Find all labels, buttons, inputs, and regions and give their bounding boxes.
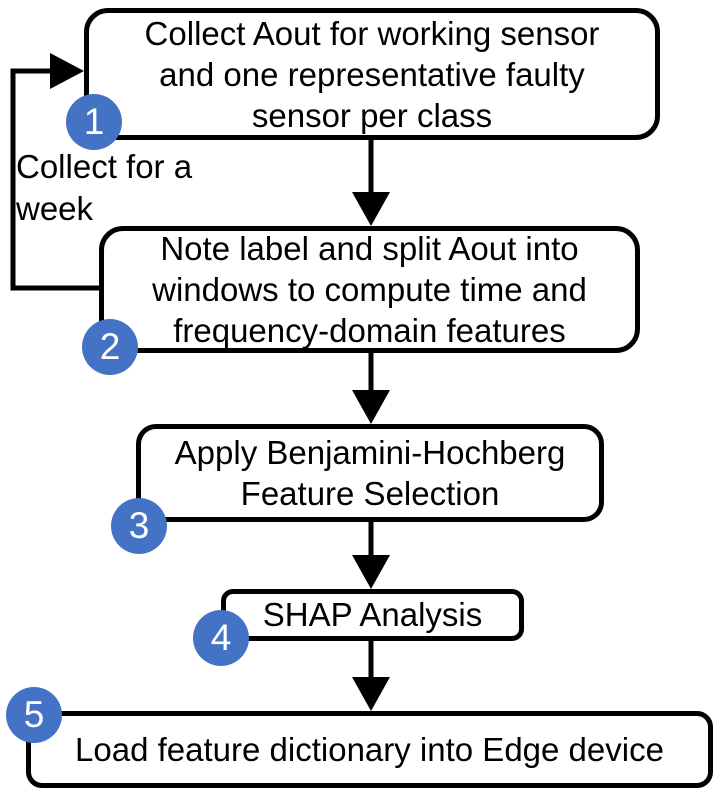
step-3-number-badge: 3 bbox=[111, 498, 167, 554]
edge-2-3-arrowhead-icon bbox=[352, 390, 390, 424]
flow-step-3-box: Apply Benjamini-Hochberg Feature Selecti… bbox=[136, 424, 604, 522]
edge-1-2-arrowhead-icon bbox=[352, 192, 390, 226]
edge-4-5-arrowhead-icon bbox=[352, 677, 390, 711]
loop-edge-arrowhead-icon bbox=[50, 53, 84, 89]
loop-edge-line bbox=[10, 68, 100, 291]
flow-step-4-label: SHAP Analysis bbox=[262, 596, 483, 633]
flow-step-5-box: Load feature dictionary into Edge device bbox=[26, 711, 713, 788]
step-4-number: 4 bbox=[210, 617, 232, 658]
step-5-number-badge: 5 bbox=[6, 687, 62, 743]
flow-step-4-box: SHAP Analysis bbox=[221, 589, 524, 641]
flow-step-3-label: Apply Benjamini-Hochberg Feature Selecti… bbox=[174, 434, 566, 512]
step-3-number: 3 bbox=[128, 505, 150, 546]
edge-3-4-arrowhead-icon bbox=[352, 555, 390, 589]
flow-step-1-box: Collect Aout for working sensor and one … bbox=[84, 8, 660, 140]
flow-step-2-box: Note label and split Aout into windows t… bbox=[99, 226, 640, 353]
step-2-number: 2 bbox=[99, 326, 121, 367]
step-4-number-badge: 4 bbox=[193, 610, 249, 666]
step-1-number: 1 bbox=[83, 101, 105, 142]
flow-step-5-label: Load feature dictionary into Edge device bbox=[75, 730, 664, 768]
step-5-number: 5 bbox=[23, 694, 45, 735]
loop-edge-label: Collect for a week bbox=[16, 148, 193, 227]
flow-step-1-label: Collect Aout for working sensor and one … bbox=[144, 14, 600, 134]
flow-step-2-label: Note label and split Aout into windows t… bbox=[152, 230, 587, 349]
step-1-number-badge: 1 bbox=[66, 94, 122, 150]
step-2-number-badge: 2 bbox=[82, 319, 138, 375]
